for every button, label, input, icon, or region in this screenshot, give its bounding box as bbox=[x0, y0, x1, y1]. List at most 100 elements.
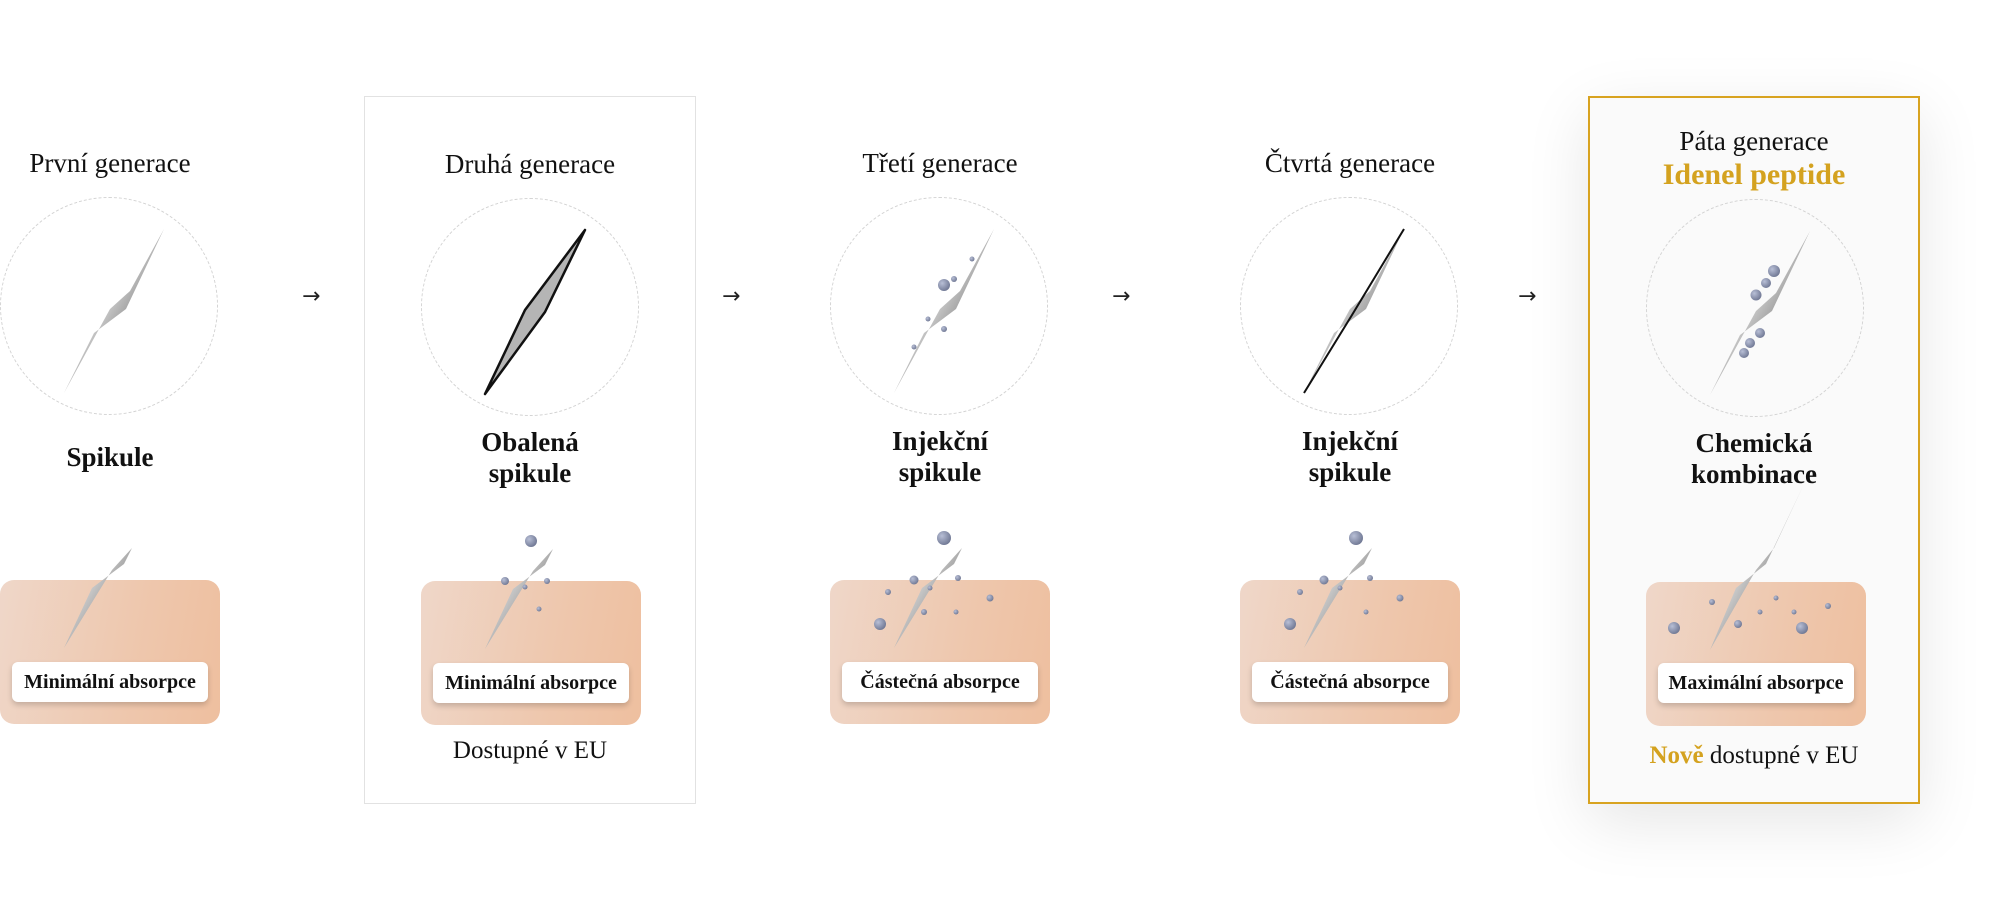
particle bbox=[1349, 531, 1363, 545]
spicule-needle bbox=[894, 229, 994, 393]
spicule-needle bbox=[894, 484, 994, 648]
availability-note-accent: Nově bbox=[1649, 742, 1704, 769]
availability-note: Dostupné v EU bbox=[365, 737, 695, 765]
spicule-needle bbox=[1710, 486, 1804, 650]
particle bbox=[937, 531, 951, 545]
absorption-badge: Částečná absorpce bbox=[842, 662, 1038, 702]
particle bbox=[1773, 595, 1779, 601]
particle bbox=[1761, 278, 1771, 288]
particle bbox=[941, 326, 947, 332]
method-label-line: Injekční bbox=[1301, 426, 1399, 456]
particle bbox=[544, 578, 550, 584]
generation-title: Druhá generace bbox=[444, 149, 616, 179]
particle bbox=[536, 606, 542, 612]
particle bbox=[501, 577, 509, 585]
particle bbox=[953, 609, 959, 615]
particle bbox=[938, 279, 950, 291]
particle bbox=[1367, 575, 1373, 581]
availability-note-text: dostupné v EU bbox=[1709, 742, 1859, 769]
absorption-badge: Minimální absorpce bbox=[12, 662, 208, 702]
particle bbox=[909, 575, 919, 585]
particle bbox=[1396, 594, 1404, 602]
particle bbox=[1734, 620, 1742, 628]
particle bbox=[951, 276, 957, 282]
spicule-illustration bbox=[0, 197, 218, 415]
particle bbox=[1319, 575, 1329, 585]
skin-penetration-art bbox=[1668, 486, 1831, 650]
arrow-right-icon: → bbox=[302, 284, 321, 309]
particle bbox=[1668, 622, 1680, 634]
particle bbox=[1757, 609, 1763, 615]
particle bbox=[1284, 618, 1296, 630]
particle bbox=[885, 589, 891, 595]
generation-title: Čtvrtá generace bbox=[1264, 148, 1436, 178]
particle bbox=[1791, 609, 1797, 615]
particle bbox=[522, 584, 528, 590]
arrow-right-icon: → bbox=[1518, 284, 1537, 309]
method-label-line: Injekční bbox=[891, 426, 989, 456]
method-label-line: spikule bbox=[898, 457, 982, 487]
generation-2-card: Druhá generace Obalená spikule Minimální… bbox=[364, 96, 696, 804]
generation-4-card: Čtvrtá generace Injekční spikule Částečn… bbox=[1184, 96, 1516, 804]
availability-note: Nově dostupné v EU bbox=[1590, 742, 1918, 770]
particle bbox=[1363, 609, 1369, 615]
injection-spicule-illustration bbox=[830, 197, 1048, 415]
skin-penetration-art bbox=[1284, 484, 1404, 648]
generation-5-card: Páta generace Idenel peptide Chemická ko… bbox=[1588, 96, 1920, 804]
particle bbox=[911, 344, 917, 350]
absorption-badge: Maximální absorpce bbox=[1658, 663, 1854, 703]
method-label-line: Chemická bbox=[1695, 428, 1813, 458]
method-label-line: spikule bbox=[1308, 457, 1392, 487]
particle bbox=[927, 585, 933, 591]
generation-1-card: První generace Spikule Minimální absorpc… bbox=[0, 96, 276, 804]
generation-title: Páta generace bbox=[1679, 126, 1829, 156]
generation-3-card: Třetí generace Injekční spikule Částečná… bbox=[774, 96, 1106, 804]
arrow-right-icon: → bbox=[722, 284, 741, 309]
spicule-needle bbox=[64, 229, 164, 393]
particle bbox=[986, 594, 994, 602]
particle bbox=[1297, 589, 1303, 595]
injection-spicule-illustration bbox=[1240, 197, 1458, 415]
skin-penetration-art bbox=[64, 484, 164, 648]
skin-penetration-art bbox=[874, 484, 994, 648]
particle bbox=[1755, 328, 1765, 338]
injection-channel bbox=[1303, 228, 1405, 394]
spicule-needle bbox=[1710, 231, 1810, 395]
particle bbox=[921, 609, 927, 615]
spicule-needle bbox=[64, 484, 164, 648]
method-label: Chemická kombinace bbox=[1590, 428, 1918, 490]
availability-note-text: Dostupné v EU bbox=[452, 737, 608, 764]
particle bbox=[874, 618, 886, 630]
particle bbox=[1796, 622, 1808, 634]
method-label: Obalená spikule bbox=[365, 427, 695, 489]
generation-title: Třetí generace bbox=[862, 148, 1018, 178]
particle bbox=[1750, 289, 1762, 301]
particle bbox=[1768, 265, 1780, 277]
method-label: Spikule bbox=[66, 442, 154, 472]
particle bbox=[1745, 338, 1755, 348]
particle bbox=[955, 575, 961, 581]
method-label-line: Obalená bbox=[481, 427, 579, 457]
method-label-line: spikule bbox=[488, 458, 572, 488]
method-label: Injekční spikule bbox=[1184, 426, 1516, 488]
absorption-badge: Částečná absorpce bbox=[1252, 662, 1448, 702]
arrow-right-icon: → bbox=[1112, 284, 1131, 309]
method-label: Injekční spikule bbox=[774, 426, 1106, 488]
spicule-needle bbox=[1304, 484, 1404, 648]
particle bbox=[969, 256, 975, 262]
coated-spicule-illustration bbox=[421, 198, 639, 416]
particle bbox=[925, 316, 931, 322]
product-name: Idenel peptide bbox=[1662, 158, 1846, 191]
chemical-combination-illustration bbox=[1646, 199, 1864, 417]
particle bbox=[525, 535, 537, 547]
particle bbox=[1709, 599, 1715, 605]
particle bbox=[1825, 603, 1831, 609]
skin-penetration-art bbox=[485, 485, 585, 649]
generation-title: První generace bbox=[29, 148, 191, 178]
spicule-needle bbox=[485, 485, 585, 649]
particle bbox=[1739, 348, 1749, 358]
method-label-line: kombinace bbox=[1690, 459, 1817, 489]
particle bbox=[1337, 585, 1343, 591]
absorption-badge: Minimální absorpce bbox=[433, 663, 629, 703]
coated-spicule-needle bbox=[483, 228, 587, 396]
